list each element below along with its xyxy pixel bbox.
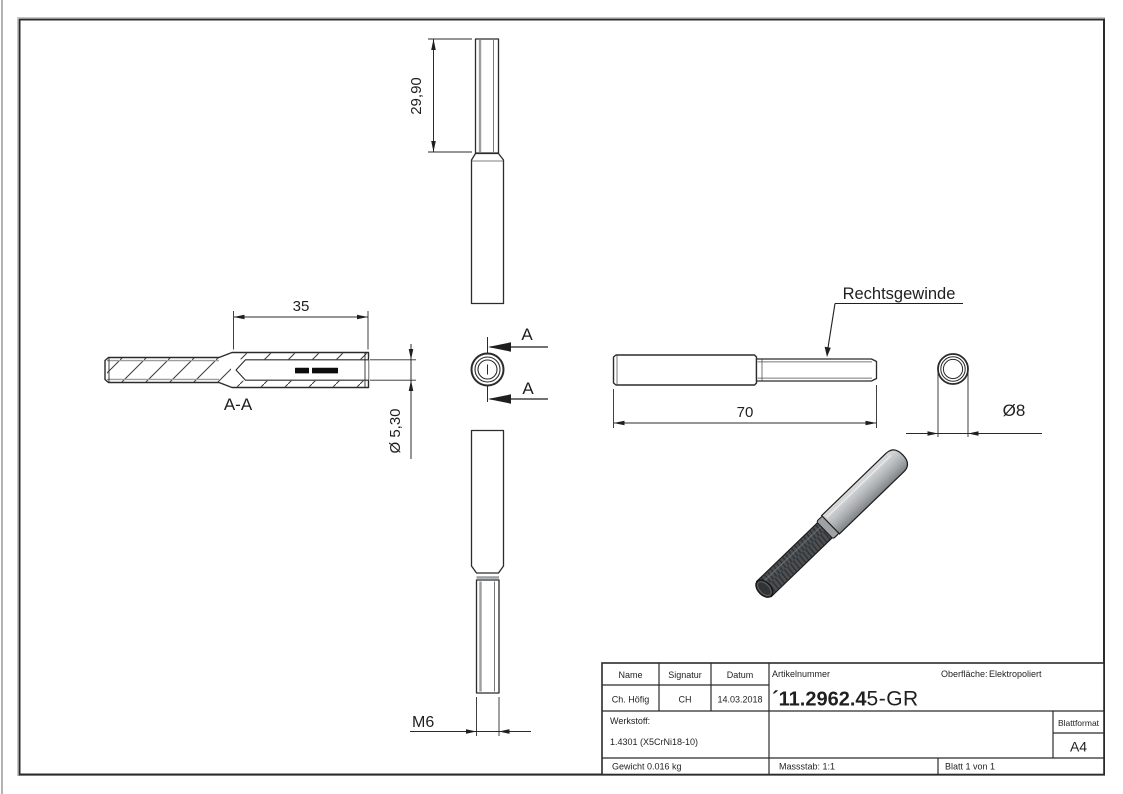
bottom-view: M6: [410, 429, 531, 736]
engraving-mark: [312, 367, 338, 374]
tb-name-header: Name: [618, 670, 642, 680]
tb-datum-value: 14.03.2018: [717, 695, 762, 705]
bore-bottom-wall-hatch: [234, 380, 367, 387]
cut-label-top: A: [521, 325, 533, 344]
cut-arrowhead-top-icon: [488, 342, 511, 352]
arrowhead-left-icon: [499, 729, 510, 734]
arrowhead-down-icon: [431, 141, 436, 152]
tb-signatur-value: CH: [679, 695, 692, 705]
cut-label-bottom: A: [522, 379, 534, 398]
section-cut-view: A A: [470, 325, 548, 404]
tb-oberflaeche-label: Oberfläche:: [941, 669, 988, 679]
arrowhead-right-icon: [466, 729, 477, 734]
arrowhead-up-icon: [408, 380, 414, 391]
side-view: Rechtsgewinde 70: [612, 285, 963, 428]
engraving-mark: [295, 367, 309, 374]
tb-blattformat-label: Blattformat: [1058, 718, 1100, 728]
arrowhead-left-icon: [613, 420, 625, 426]
iso-thread-texture: [757, 522, 833, 596]
tb-blattformat-value: A4: [1070, 739, 1087, 755]
tb-signatur-header: Signatur: [668, 670, 702, 680]
bore-top-wall-hatch: [234, 353, 367, 360]
tb-name-value: Ch. Höfig: [612, 695, 650, 705]
tb-werkstoff-label: Werkstoff:: [610, 716, 650, 726]
middle-circle: [474, 356, 501, 383]
tb-artikelnummer-value: ´11.2962.45-GR: [772, 688, 919, 711]
thread-note: Rechtsgewinde: [843, 285, 956, 303]
tb-massstab: Massstab: 1:1: [779, 762, 835, 772]
side-body: [612, 354, 758, 386]
dim-diameter: Ø8: [1003, 401, 1026, 420]
dim-35: 35: [293, 298, 310, 315]
artikelnummer-main: ´11.2962.4: [772, 689, 867, 711]
inner-circle: [477, 359, 498, 380]
arrowhead-right-icon: [357, 314, 368, 320]
leader-arrowhead-icon: [824, 346, 831, 357]
artikelnummer-suffix: 5-GR: [867, 688, 919, 711]
tb-datum-header: Datum: [727, 670, 754, 680]
iso-thread-sheen: [761, 526, 822, 584]
end-view: Ø8: [906, 353, 1042, 437]
middle-circle: [940, 356, 966, 382]
arrowhead-up-icon: [431, 39, 436, 50]
tb-werkstoff-value: 1.4301 (X5CrNi18-10): [610, 737, 698, 747]
tb-artikelnummer-header: Artikelnummer: [772, 669, 830, 679]
leader-line: [827, 303, 836, 350]
iso-body: [820, 449, 909, 535]
arrowhead-down-icon: [408, 349, 414, 360]
arrowhead-right-icon: [927, 431, 938, 436]
bottom-view-body: [470, 429, 505, 574]
outer-circle: [937, 353, 969, 385]
arrowhead-left-icon: [968, 431, 979, 436]
dim-thread: M6: [412, 714, 434, 731]
dim-bore: Ø 5,30: [387, 408, 404, 453]
iso-end-cap: [755, 579, 774, 598]
iso-end-cap-rim: [757, 581, 772, 597]
arrowhead-right-icon: [865, 420, 877, 426]
arrowhead-left-icon: [233, 314, 245, 320]
iso-body-highlight: [826, 454, 892, 518]
tb-oberflaeche-value: Elektropoliert: [989, 669, 1042, 679]
title-block: Name Signatur Datum Artikelnummer Oberfl…: [601, 662, 1105, 776]
tb-gewicht: Gewicht 0.016 kg: [612, 762, 682, 772]
top-view: 29,90: [408, 38, 505, 305]
tb-blatt: Blatt 1 von 1: [945, 762, 995, 772]
cut-arrowhead-bottom-icon: [488, 394, 511, 404]
section-rod-hatch: [107, 358, 231, 382]
section-label: A-A: [224, 395, 253, 414]
bottom-view-thread-rod: [475, 579, 500, 694]
dim-29-90: 29,90: [408, 77, 425, 115]
section-view: 35 A-A Ø 5,30: [104, 298, 416, 459]
top-view-body: [470, 152, 505, 305]
iso-view: [755, 449, 909, 598]
drawing-frame: [18, 18, 1105, 776]
dim-70: 70: [737, 404, 754, 421]
title-block-border: [601, 662, 1105, 776]
inner-circle: [942, 358, 964, 380]
side-thread: [755, 358, 878, 382]
